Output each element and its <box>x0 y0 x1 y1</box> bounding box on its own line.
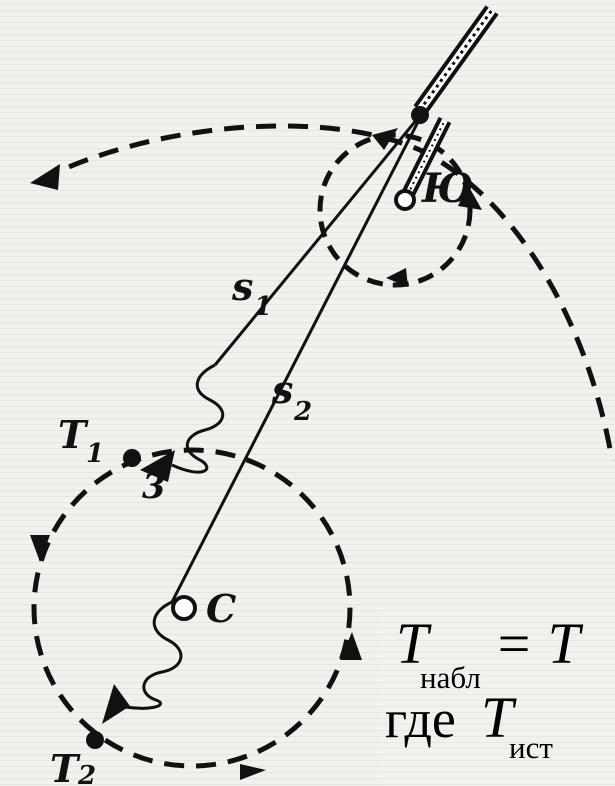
label-s1-sub: 1 <box>254 292 272 322</box>
path-s2-line <box>170 117 422 603</box>
earth-orbit-arrow-bottom <box>240 764 266 780</box>
formula-line2-word: где <box>385 689 456 749</box>
label-s2-sub: 2 <box>293 397 312 427</box>
path-s1-line <box>213 117 420 366</box>
small-orbit-arrow-right <box>458 185 482 210</box>
label-t1: T <box>58 412 89 457</box>
path-s1-wave <box>171 363 224 474</box>
label-s2: s <box>271 367 293 412</box>
jupiter-beam <box>398 5 499 204</box>
label-t2-sub: 2 <box>77 761 96 786</box>
jupiter-satellite-orbit <box>317 132 473 288</box>
orbit-arrowhead <box>30 164 60 190</box>
earth-position-t1 <box>123 449 141 467</box>
label-sun: C <box>206 586 236 631</box>
sun-marker <box>171 595 197 621</box>
formula-line2-sub: ист <box>509 730 553 765</box>
jupiter-orbit-arc <box>38 123 615 461</box>
small-orbit-arrow-top <box>372 128 398 150</box>
formula-line1-T: T <box>396 611 429 676</box>
small-orbit-arrow-bottom <box>386 268 408 287</box>
jupiter-marker <box>394 189 416 211</box>
label-t2: T <box>50 746 81 786</box>
s1-arrowhead <box>140 450 175 482</box>
label-earth: 3 <box>142 467 166 507</box>
path-s2-wave <box>119 600 183 710</box>
formula-line1-sub: набл <box>420 660 481 695</box>
formula-line2-T: T <box>481 685 514 750</box>
s2-arrowhead <box>102 684 130 724</box>
label-t1-sub: 1 <box>86 439 104 469</box>
label-jupiter: Ю <box>421 165 473 212</box>
earth-position-t2 <box>86 731 104 749</box>
earth-orbit-arrow-right <box>340 632 362 660</box>
label-s1: s <box>231 264 253 309</box>
formula-line1-eq: = T <box>494 611 580 676</box>
formula-overlay: T набл = T где T ист <box>380 608 615 786</box>
earth-orbit <box>31 447 353 769</box>
earth-orbit-arrow-left <box>30 535 50 562</box>
